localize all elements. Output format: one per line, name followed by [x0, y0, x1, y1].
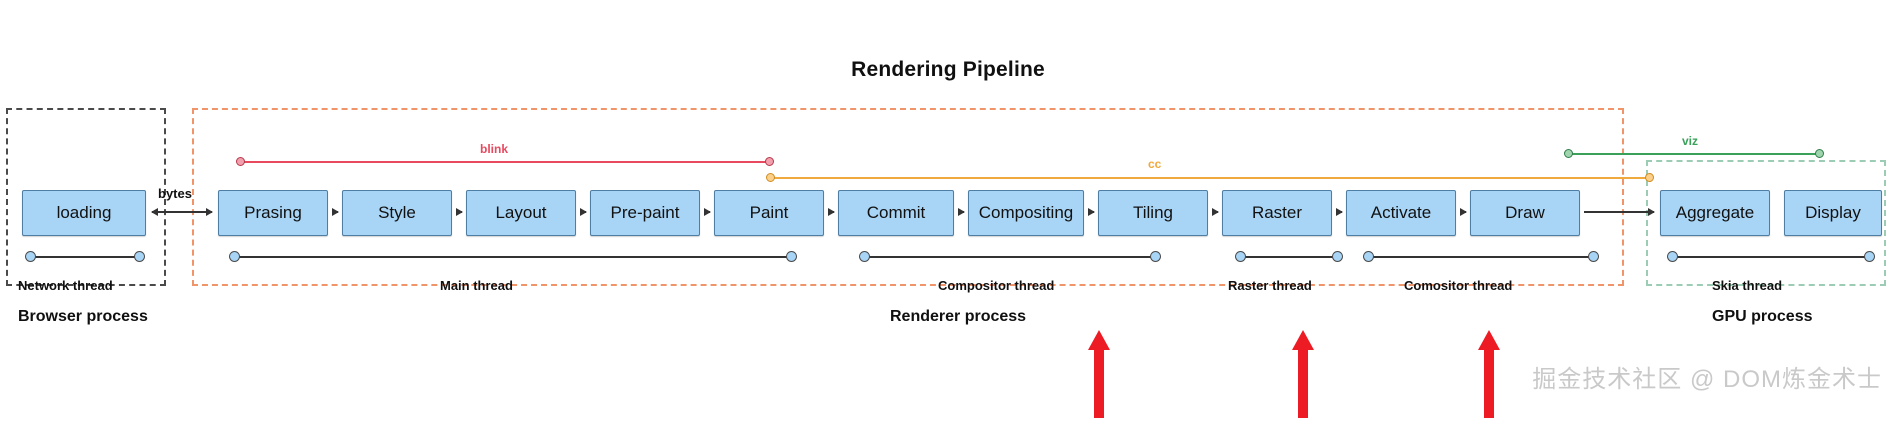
pipeline-stage-style[interactable]: Style [342, 190, 452, 236]
process-container-gpu [1646, 160, 1886, 286]
thread-bar-compositor [859, 251, 1161, 262]
flow-arrow-layout-to-prepaint [580, 208, 587, 216]
flow-arrow-prasing-to-style [332, 208, 339, 216]
arrow-head-icon [1292, 330, 1314, 350]
pipeline-stage-activate[interactable]: Activate [1346, 190, 1456, 236]
process-label-gpu: GPU process [1712, 308, 1813, 325]
pipeline-stage-aggregate[interactable]: Aggregate [1660, 190, 1770, 236]
process-container-browser [6, 108, 166, 286]
span-label-viz: viz [1682, 134, 1699, 148]
arrow-head-icon [1478, 330, 1500, 350]
span-line-blink [236, 157, 774, 166]
pipeline-stage-layout[interactable]: Layout [466, 190, 576, 236]
flow-arrow-paint-to-commit [828, 208, 835, 216]
flow-arrow-draw-to-aggregate [1584, 208, 1655, 216]
flow-arrow-tiling-to-raster [1212, 208, 1219, 216]
pipeline-stage-compositing[interactable]: Compositing [968, 190, 1084, 236]
bytes-edge-label: bytes [158, 186, 192, 201]
pipeline-stage-prasing[interactable]: Prasing [218, 190, 328, 236]
annotation-arrow-tiling [1088, 330, 1110, 422]
process-label-browser: Browser process [18, 308, 148, 325]
thread-bar-comositor [1363, 251, 1599, 262]
span-label-cc: cc [1148, 157, 1162, 171]
arrow-shaft [1094, 348, 1104, 418]
arrow-shaft [1484, 348, 1494, 418]
span-endpoint-dot [766, 173, 775, 182]
thread-endpoint-dot [1864, 251, 1875, 262]
arrow-head-icon [1088, 330, 1110, 350]
page-title: Rendering Pipeline [851, 58, 1045, 81]
flow-arrow-raster-to-activate [1336, 208, 1343, 216]
thread-label-network: Network thread [18, 278, 113, 293]
thread-label-skia: Skia thread [1712, 278, 1783, 293]
thread-bar-raster [1235, 251, 1343, 262]
thread-label-comositor: Comositor thread [1404, 278, 1513, 293]
annotation-arrow-raster [1292, 330, 1314, 422]
thread-endpoint-dot [1150, 251, 1161, 262]
thread-label-compositor: Compositor thread [938, 278, 1055, 293]
flow-arrow-commit-to-comp [958, 208, 965, 216]
flow-arrow-activate-to-draw [1460, 208, 1467, 216]
process-container-renderer [192, 108, 1624, 286]
span-endpoint-dot [1564, 149, 1573, 158]
thread-endpoint-dot [229, 251, 240, 262]
thread-endpoint-dot [1667, 251, 1678, 262]
span-endpoint-dot [1815, 149, 1824, 158]
thread-bar-skia [1667, 251, 1875, 262]
flow-arrow-comp-to-tiling [1088, 208, 1095, 216]
pipeline-stage-raster[interactable]: Raster [1222, 190, 1332, 236]
thread-endpoint-dot [1235, 251, 1246, 262]
thread-bar-network [25, 251, 145, 262]
pipeline-stage-tiling[interactable]: Tiling [1098, 190, 1208, 236]
thread-endpoint-dot [859, 251, 870, 262]
span-line-viz [1564, 149, 1824, 158]
thread-endpoint-dot [1588, 251, 1599, 262]
flow-arrow-loading-to-prasing [151, 208, 213, 216]
arrow-shaft [1298, 348, 1308, 418]
thread-endpoint-dot [1363, 251, 1374, 262]
span-endpoint-dot [1645, 173, 1654, 182]
thread-endpoint-dot [25, 251, 36, 262]
watermark: 掘金技术社区 @ DOM炼金术士 [1532, 366, 1882, 393]
process-label-renderer: Renderer process [890, 308, 1027, 325]
span-endpoint-dot [765, 157, 774, 166]
pipeline-stage-display[interactable]: Display [1784, 190, 1882, 236]
pipeline-stage-paint[interactable]: Paint [714, 190, 824, 236]
pipeline-stage-commit[interactable]: Commit [838, 190, 954, 236]
flow-arrow-style-to-layout [456, 208, 463, 216]
flow-arrow-prepaint-to-paint [704, 208, 711, 216]
pipeline-stage-loading[interactable]: loading [22, 190, 146, 236]
span-line-cc [766, 173, 1654, 182]
thread-bar-main [229, 251, 797, 262]
thread-label-raster: Raster thread [1228, 278, 1312, 293]
annotation-arrow-comositor [1478, 330, 1500, 422]
pipeline-stage-pre-paint[interactable]: Pre-paint [590, 190, 700, 236]
thread-endpoint-dot [786, 251, 797, 262]
thread-endpoint-dot [134, 251, 145, 262]
thread-endpoint-dot [1332, 251, 1343, 262]
pipeline-stage-draw[interactable]: Draw [1470, 190, 1580, 236]
span-endpoint-dot [236, 157, 245, 166]
span-label-blink: blink [480, 142, 509, 156]
thread-label-main: Main thread [440, 278, 513, 293]
